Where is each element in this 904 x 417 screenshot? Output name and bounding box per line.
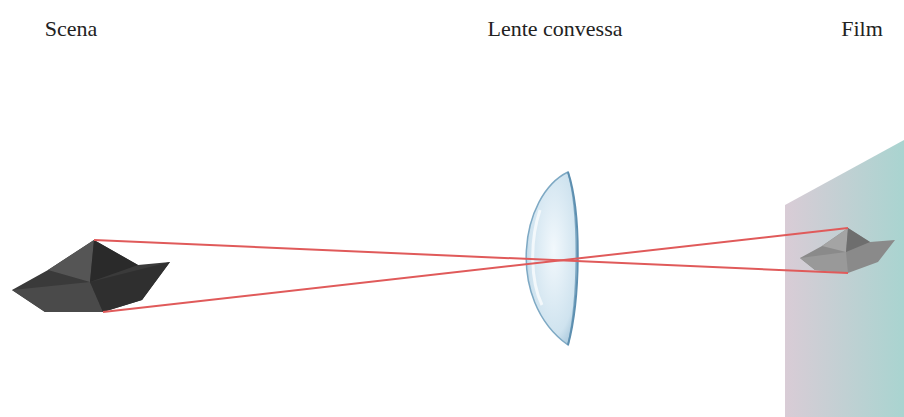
part-label: Scena [45,16,98,42]
light-ray [94,240,848,273]
film-plane [785,140,904,417]
light-ray [103,228,848,312]
part-label: Film [841,16,883,42]
paper-boat [12,240,170,312]
part-label: Lente convessa [488,16,623,42]
image-boat [800,228,895,273]
